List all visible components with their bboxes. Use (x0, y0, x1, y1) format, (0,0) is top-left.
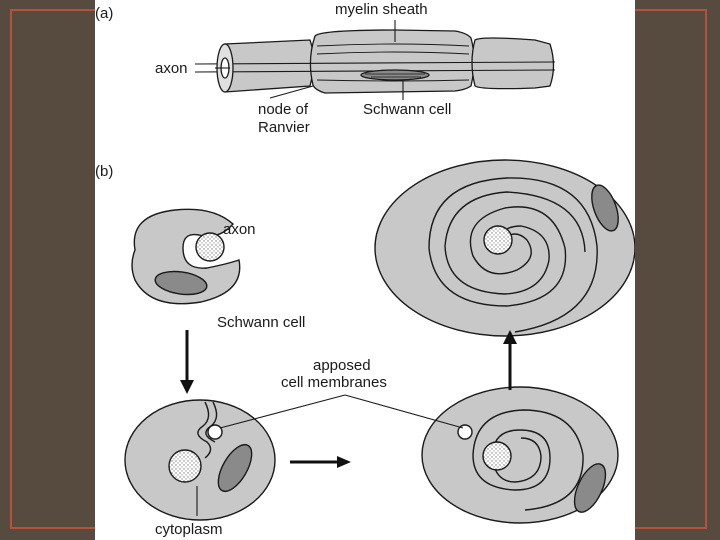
myelination-figure: (a) myelin sheath axon node of Ranvier S… (95, 0, 635, 540)
step-arrows (180, 330, 517, 468)
axon-label-a: axon (155, 60, 188, 77)
node-of-ranvier-label-line1: node of (258, 101, 309, 118)
apposed-leaders (219, 394, 464, 429)
axon-label-b: axon (223, 221, 256, 238)
panel-a-leaders (215, 20, 404, 100)
panel-b-tag: (b) (95, 163, 114, 180)
schwann-cell-step1 (131, 208, 241, 305)
schwann-cell-step2 (124, 399, 276, 521)
node-of-ranvier-label-line2: Ranvier (258, 119, 310, 136)
apposed-label-line1: apposed (313, 357, 371, 374)
panel-a-tag: (a) (95, 5, 114, 22)
cytoplasm-label: cytoplasm (155, 521, 223, 538)
schwann-cell-label-b: Schwann cell (217, 314, 306, 331)
myelin-sheath-label: myelin sheath (335, 1, 428, 18)
myelinated-axon-drawing (194, 29, 556, 94)
schwann-cell-label-a: Schwann cell (363, 101, 452, 118)
apposed-label-line2: cell membranes (281, 374, 387, 391)
figure-drawing (124, 20, 635, 524)
schwann-cell-step3 (421, 386, 619, 524)
schwann-cell-step4 (374, 159, 635, 337)
